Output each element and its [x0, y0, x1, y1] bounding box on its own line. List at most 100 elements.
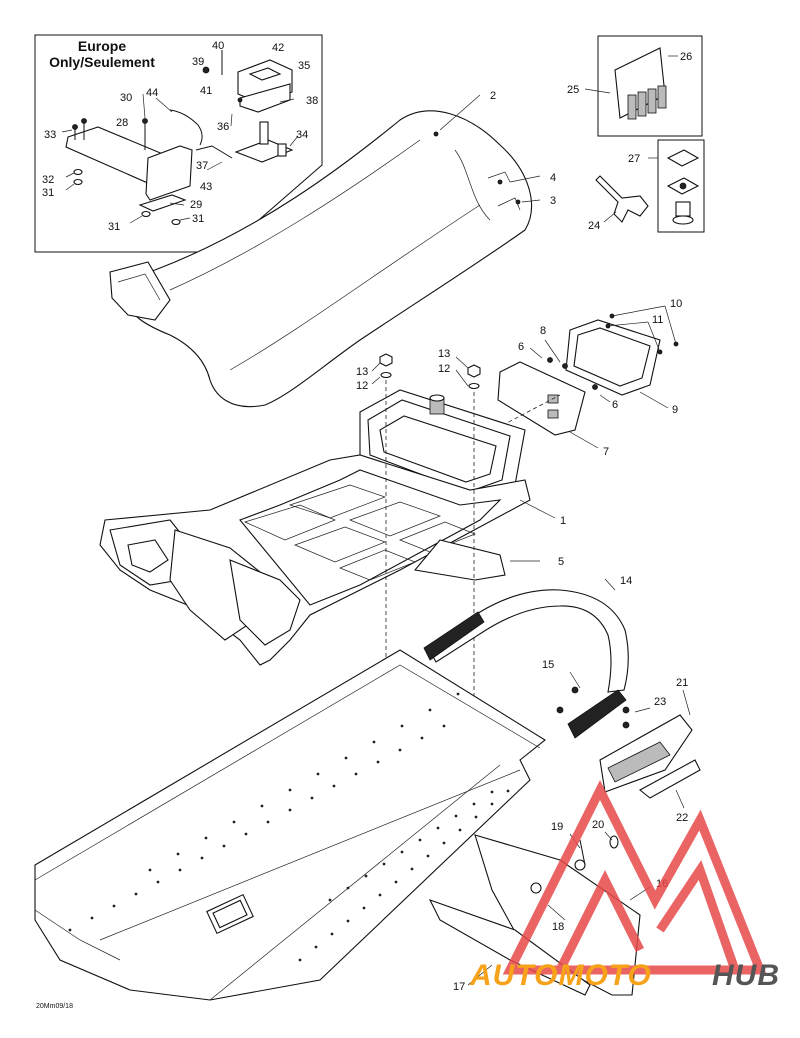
rivet-dot — [316, 772, 320, 776]
callout-31-b: 31 — [192, 213, 204, 225]
wrench-24 — [595, 175, 649, 223]
callout-23: 23 — [654, 696, 666, 708]
rivet-dot — [112, 904, 116, 908]
bracket-43 — [145, 145, 193, 201]
watermark-text-hub: HUB — [712, 959, 780, 992]
logo-mark-icon — [502, 779, 767, 975]
rivet-dot — [400, 850, 404, 854]
callout-31-c: 31 — [108, 221, 120, 233]
callout-40: 40 — [212, 40, 224, 52]
rivet-dot — [454, 814, 458, 818]
rivet-dot — [332, 784, 336, 788]
rivet-dot — [134, 892, 138, 896]
rivet-dot — [298, 958, 302, 962]
callout-12-a: 12 — [356, 380, 368, 392]
callout-1: 1 — [560, 515, 566, 527]
rivet-dot — [244, 832, 248, 836]
rivet-dot — [458, 828, 462, 832]
callout-6-a: 6 — [518, 341, 524, 353]
callout-5: 5 — [558, 556, 564, 568]
callout-17: 17 — [453, 981, 465, 993]
rivet-dot — [90, 916, 94, 920]
callout-11: 11 — [652, 314, 663, 326]
rivet-dot — [362, 906, 366, 910]
rivet-dot — [394, 880, 398, 884]
callout-8: 8 — [540, 325, 546, 337]
callout-13-b: 13 — [438, 348, 450, 360]
rivet-dot — [260, 804, 264, 808]
mounting-hardware — [371, 353, 481, 737]
leader-lines — [439, 94, 556, 562]
rivet-dot — [364, 874, 368, 878]
inset-title-line1: Europe — [78, 38, 126, 54]
watermark-logo: AUTOMOTO HUB — [469, 779, 780, 992]
callout-12-b: 12 — [438, 363, 450, 375]
europe-inset: Europe Only/Seulement — [34, 34, 323, 253]
callout-44: 44 — [146, 87, 158, 99]
callout-28: 28 — [116, 117, 128, 129]
rivet-dot — [372, 740, 376, 744]
rivet-dot — [200, 856, 204, 860]
callout-10: 10 — [670, 298, 682, 310]
rivet-dot — [426, 854, 430, 858]
rivet-dot — [288, 808, 292, 812]
callout-13-a: 13 — [356, 366, 368, 378]
callout-9: 9 — [672, 404, 678, 416]
kit-box-25 — [584, 35, 703, 137]
rivet-dot — [420, 736, 424, 740]
grab-handle-14 — [423, 578, 629, 739]
callout-26: 26 — [680, 51, 692, 63]
rivet-dot — [442, 724, 446, 728]
rivet-dot — [148, 868, 152, 872]
rivet-dot — [346, 886, 350, 890]
rivet-dot — [506, 789, 510, 793]
callout-7: 7 — [603, 446, 609, 458]
rivet-dot — [178, 868, 182, 872]
rivet-dot — [436, 826, 440, 830]
rivet-dot — [490, 790, 494, 794]
rivet-dot — [288, 788, 292, 792]
callout-38: 38 — [306, 95, 318, 107]
watermark-text-automoto: AUTOMOTO — [469, 959, 652, 992]
rivet-dot — [310, 796, 314, 800]
callout-19: 19 — [551, 821, 563, 833]
rivet-dot — [232, 820, 236, 824]
rear-bumper-21 — [556, 671, 701, 809]
rivet-dot — [346, 919, 350, 923]
base-1 — [99, 454, 531, 666]
callout-34: 34 — [296, 129, 308, 141]
rivet-dot — [176, 852, 180, 856]
callout-29: 29 — [190, 199, 202, 211]
rivet-dot — [398, 748, 402, 752]
rivet-dot — [456, 692, 460, 696]
callout-labels: 40 42 39 35 30 44 41 38 28 36 33 34 37 3… — [42, 40, 692, 993]
rivet-dot — [378, 893, 382, 897]
rivet-dot — [266, 820, 270, 824]
rivet-dot — [418, 838, 422, 842]
callout-42: 42 — [272, 42, 284, 54]
rivet-dot — [314, 945, 318, 949]
rivet-dot — [68, 928, 72, 932]
drawing-code: 20Mm09/18 — [36, 1003, 73, 1010]
callout-20: 20 — [592, 819, 604, 831]
rivet-dot — [328, 898, 332, 902]
callout-6-b: 6 — [612, 399, 618, 411]
tunnel — [34, 649, 546, 1001]
strip-29 — [138, 194, 187, 212]
callout-43: 43 — [200, 181, 212, 193]
rivet-dot — [490, 802, 494, 806]
rivet-dot — [222, 844, 226, 848]
callout-4: 4 — [550, 172, 556, 184]
rivet-dot — [410, 867, 414, 871]
callout-18: 18 — [552, 921, 564, 933]
rivet-dot — [428, 708, 432, 712]
rivet-dot — [382, 862, 386, 866]
rivet-dot — [354, 772, 358, 776]
rivet-dot — [400, 724, 404, 728]
rivet-dot — [376, 760, 380, 764]
callout-27: 27 — [628, 153, 640, 165]
rivet-dot — [330, 932, 334, 936]
callout-30: 30 — [120, 92, 132, 104]
callout-2: 2 — [490, 90, 496, 102]
